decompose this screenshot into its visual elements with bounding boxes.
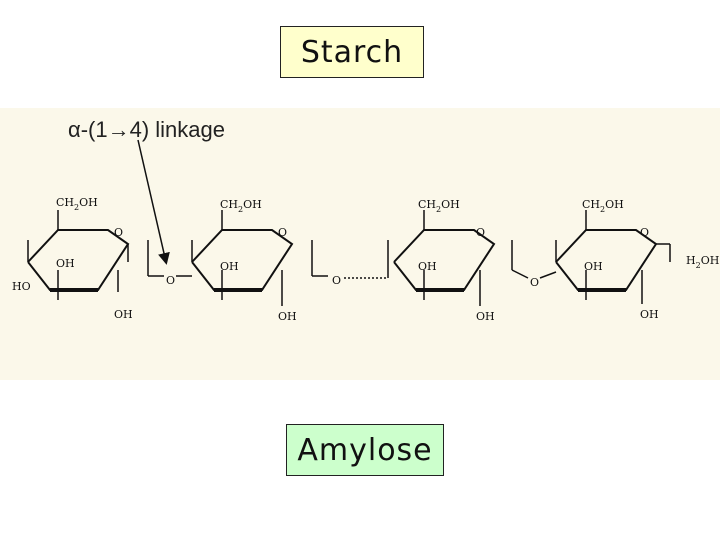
ring-oxygen-4: O bbox=[640, 226, 649, 239]
ring-oxygen-2: O bbox=[278, 226, 287, 239]
title-box: Starch bbox=[280, 26, 424, 78]
oh-label-1: OH bbox=[56, 257, 75, 270]
svg-text:H2OH: H2OH bbox=[686, 254, 719, 270]
ho-label: HO bbox=[12, 280, 31, 293]
svg-text:CH2OH: CH2OH bbox=[582, 198, 624, 214]
ch2oh-label-1: CH bbox=[56, 196, 74, 209]
ch2oh-label-4: CH bbox=[582, 198, 600, 211]
glucose-ring-4: CH2OH O OH OH H2OH bbox=[555, 198, 719, 321]
diagram-panel bbox=[0, 108, 720, 380]
svg-text:CH2OH: CH2OH bbox=[418, 198, 460, 214]
oh-label-2b: OH bbox=[278, 310, 297, 323]
linkage-arrow bbox=[137, 139, 170, 265]
glycosidic-oxygen-1: O bbox=[166, 274, 175, 287]
ch2oh-label-3: CH bbox=[418, 198, 436, 211]
glucose-ring-2: CH2OH O OH OH bbox=[191, 198, 328, 323]
oh-label-1b: OH bbox=[114, 308, 133, 321]
linkage-label: α-(1→4) linkage bbox=[68, 117, 225, 142]
ring-oxygen-1: O bbox=[114, 226, 123, 239]
caption-box: Amylose bbox=[286, 424, 444, 476]
oh-label-3: OH bbox=[418, 260, 437, 273]
oh-label-4: OH bbox=[584, 260, 603, 273]
glucose-ring-1: CH2OH O OH HO OH bbox=[12, 196, 164, 321]
ring-oxygen-3: O bbox=[476, 226, 485, 239]
svg-text:CH2OH: CH2OH bbox=[220, 198, 262, 214]
h2oh-label: H bbox=[686, 254, 696, 267]
glycosidic-oxygen-2: O bbox=[332, 274, 341, 287]
ch2oh-label-2: CH bbox=[220, 198, 238, 211]
glycosidic-oxygen-3: O bbox=[530, 276, 539, 289]
glucose-ring-3: CH2OH O OH OH bbox=[393, 198, 529, 323]
oh-label-3b: OH bbox=[476, 310, 495, 323]
title-text: Starch bbox=[300, 34, 404, 70]
svg-text:CH2OH: CH2OH bbox=[56, 196, 98, 212]
caption-text: Amylose bbox=[297, 432, 433, 468]
oh-label-2: OH bbox=[220, 260, 239, 273]
oh-label-4b: OH bbox=[640, 308, 659, 321]
